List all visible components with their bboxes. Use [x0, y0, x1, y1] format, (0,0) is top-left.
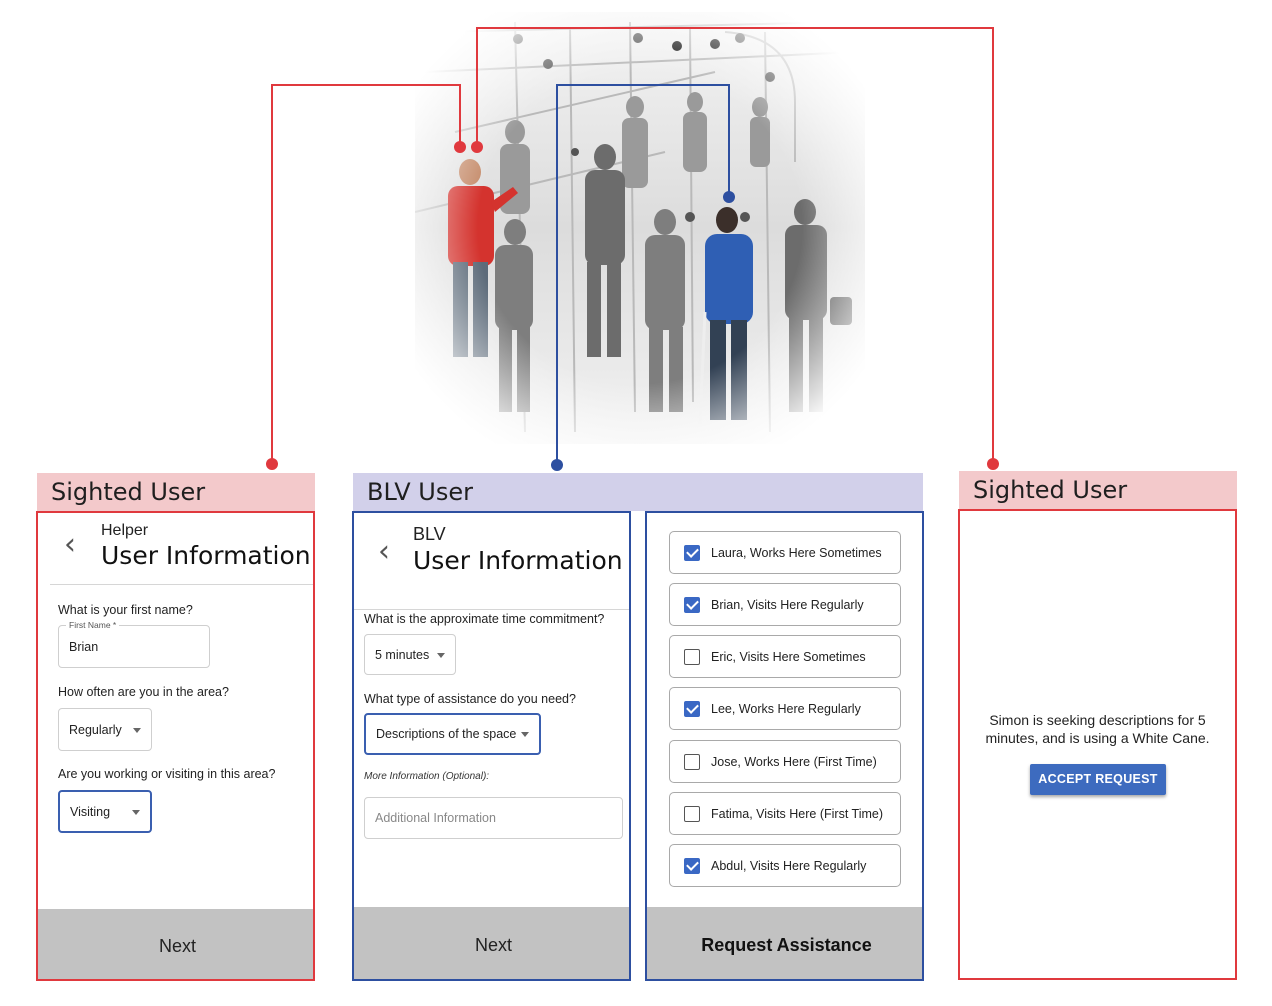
chevron-down-icon	[133, 727, 141, 733]
request-message: Simon is seeking descriptions for 5 minu…	[960, 711, 1235, 747]
helper-option-label: Eric, Visits Here Sometimes	[711, 649, 866, 664]
frequency-question: How often are you in the area?	[58, 685, 229, 699]
time-commitment-question: What is the approximate time commitment?	[364, 612, 605, 626]
checkbox-icon[interactable]	[684, 805, 700, 822]
connector-dot-blv	[551, 459, 563, 471]
accept-request-button[interactable]: ACCEPT REQUEST	[1030, 764, 1166, 795]
helper-selection-panel: Laura, Works Here Sometimes Brian, Visit…	[645, 511, 924, 981]
page-title: User Information	[413, 546, 623, 575]
more-info-label: More Information (Optional):	[364, 771, 490, 782]
helper-option-label: Fatima, Visits Here (First Time)	[711, 806, 884, 821]
additional-info-input[interactable]: Additional Information	[364, 797, 623, 839]
frequency-value: Regularly	[69, 722, 122, 737]
checkbox-icon[interactable]	[684, 544, 700, 561]
checkbox-icon[interactable]	[684, 596, 700, 613]
chevron-down-icon	[521, 732, 529, 737]
helper-option-label: Laura, Works Here Sometimes	[711, 545, 882, 560]
blv-user-header: BLV User	[353, 473, 923, 511]
additional-info-placeholder: Additional Information	[375, 811, 496, 825]
sighted-user-header: Sighted User	[37, 473, 315, 511]
helper-option[interactable]: Eric, Visits Here Sometimes	[669, 635, 901, 678]
page-title: User Information	[101, 541, 311, 570]
panel-subtitle: Helper	[101, 522, 149, 539]
next-button-label: Next	[158, 936, 196, 956]
visit-type-question: Are you working or visiting in this area…	[58, 767, 276, 781]
request-assistance-button[interactable]: Request Assistance	[647, 907, 922, 979]
checkbox-icon[interactable]	[684, 700, 700, 717]
helper-option[interactable]: Jose, Works Here (First Time)	[669, 740, 901, 783]
helper-option[interactable]: Brian, Visits Here Regularly	[669, 583, 901, 626]
sighted-user-header-right: Sighted User	[959, 471, 1237, 509]
time-commitment-value: 5 minutes	[375, 647, 430, 662]
helper-option-label: Abdul, Visits Here Regularly	[711, 858, 867, 873]
helper-option-label: Lee, Works Here Regularly	[711, 701, 861, 716]
next-button-label: Next	[474, 935, 512, 955]
next-button[interactable]: Next	[354, 907, 629, 979]
first-name-question: What is your first name?	[58, 603, 193, 617]
time-commitment-select[interactable]: 5 minutes	[364, 634, 456, 675]
header-divider	[354, 609, 629, 610]
blv-info-panel: ‹ BLV User Information What is the appro…	[352, 511, 631, 981]
assistance-type-select[interactable]: Descriptions of the space	[364, 713, 541, 755]
frequency-select[interactable]: Regularly	[58, 708, 152, 751]
checkbox-icon[interactable]	[684, 648, 700, 665]
chevron-down-icon	[132, 809, 140, 815]
back-chevron-icon[interactable]: ‹	[378, 534, 390, 569]
next-button[interactable]: Next	[38, 909, 313, 979]
helper-option-label: Jose, Works Here (First Time)	[711, 754, 877, 769]
visit-type-select[interactable]: Visiting	[58, 790, 152, 833]
checkbox-icon[interactable]	[684, 753, 700, 770]
first-name-field[interactable]: Brian	[58, 625, 210, 668]
first-name-label: First Name *	[66, 620, 120, 630]
chevron-down-icon	[437, 652, 445, 658]
connector-dot-responder	[987, 458, 999, 470]
helper-option[interactable]: Lee, Works Here Regularly	[669, 687, 901, 730]
assistance-type-question: What type of assistance do you need?	[364, 692, 576, 706]
request-message-line-2: minutes, and is using a White Cane.	[985, 730, 1210, 746]
header-divider	[50, 584, 313, 585]
assistance-type-value: Descriptions of the space	[376, 727, 517, 741]
back-chevron-icon[interactable]: ‹	[64, 527, 76, 562]
connector-dot-helper	[266, 458, 278, 470]
request-assistance-label: Request Assistance	[701, 935, 872, 955]
request-message-line-1: Simon is seeking descriptions for 5	[989, 712, 1206, 728]
visit-type-value: Visiting	[70, 804, 111, 819]
request-notification-panel: Simon is seeking descriptions for 5 minu…	[958, 509, 1237, 980]
crowd-scene-illustration	[415, 12, 865, 444]
first-name-value: Brian	[69, 639, 99, 654]
helper-option[interactable]: Abdul, Visits Here Regularly	[669, 844, 901, 887]
helper-info-panel: ‹ Helper User Information What is your f…	[36, 511, 315, 981]
helper-option-label: Brian, Visits Here Regularly	[711, 597, 864, 612]
helper-option[interactable]: Laura, Works Here Sometimes	[669, 531, 901, 574]
helper-option[interactable]: Fatima, Visits Here (First Time)	[669, 792, 901, 835]
checkbox-icon[interactable]	[684, 857, 700, 874]
panel-subtitle: BLV	[413, 524, 446, 544]
